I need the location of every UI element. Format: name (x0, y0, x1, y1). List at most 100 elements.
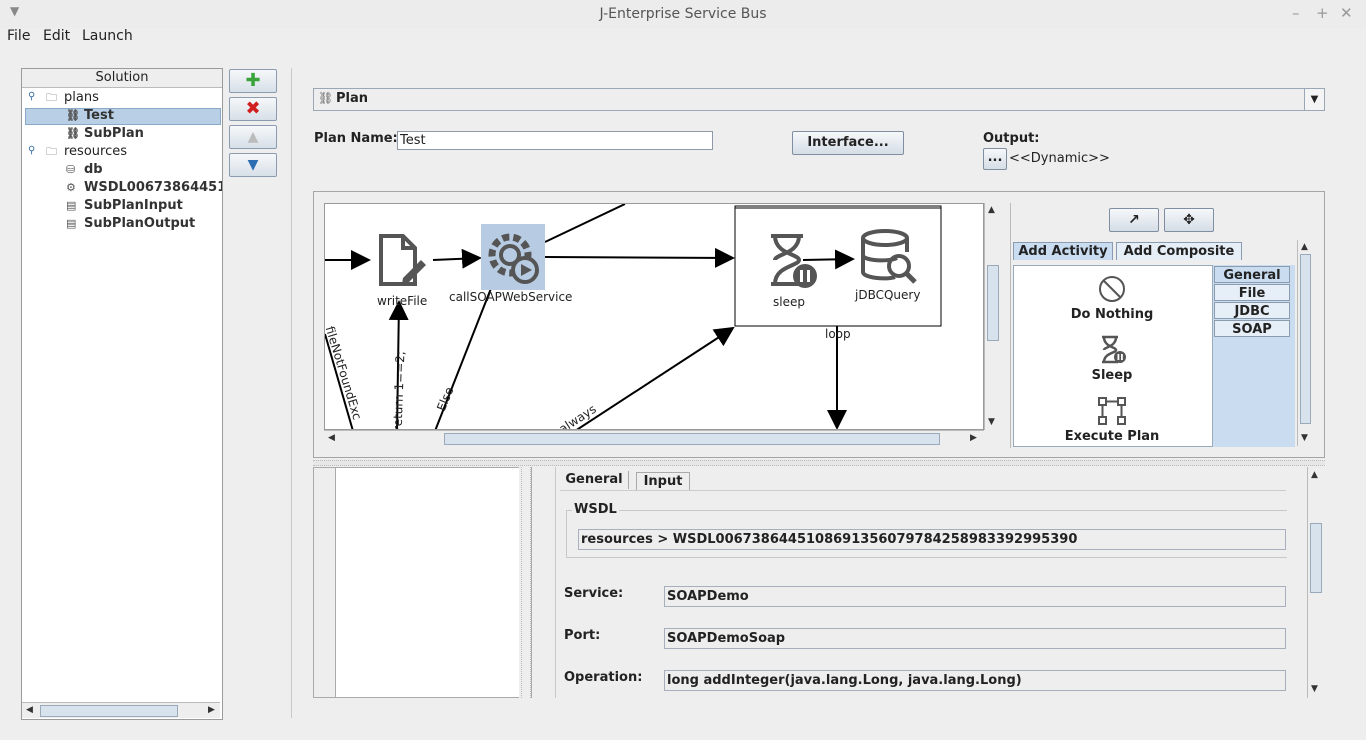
wsdl-group (566, 510, 1287, 558)
plan-name-label: Plan Name: (314, 131, 398, 146)
scroll-right-icon[interactable]: ▶ (970, 433, 977, 443)
plan-icon: ⛓ (66, 109, 80, 122)
minimize-icon[interactable]: – (1292, 4, 1300, 22)
expand-toggle-icon[interactable]: ⚲ (28, 91, 36, 102)
expand-toggle-icon[interactable]: ⚲ (28, 145, 36, 156)
arrow-icon: ↗ (1128, 212, 1140, 228)
canvas-horizontal-scrollbar[interactable]: ◀ ▶ (324, 430, 984, 446)
wsdl-field[interactable]: resources > WSDL006738644510869135607978… (578, 529, 1286, 550)
category-soap[interactable]: SOAP (1214, 320, 1290, 337)
move-up-button[interactable]: ▲ (229, 125, 277, 149)
solution-tree-header: Solution (22, 69, 222, 88)
connect-tool-button[interactable]: ↗ (1109, 208, 1159, 232)
tree-item-subplan[interactable]: ⛓SubPlan (66, 126, 144, 141)
properties-vertical-scrollbar[interactable]: ▲ ▼ (1307, 467, 1323, 698)
database-icon: ⛁ (66, 163, 76, 176)
operation-label: Operation: (564, 670, 643, 685)
plan-type-combo[interactable]: ⛓ Plan ▼ (313, 88, 1325, 111)
tree-item-subplanoutput[interactable]: ▤SubPlanOutput (66, 216, 196, 231)
service-field[interactable]: SOAPDemo (664, 586, 1286, 607)
plan-icon: ⛓ (318, 91, 334, 105)
tree-item-plans[interactable]: 🗀plans (46, 90, 99, 105)
palette-activity-list[interactable] (1013, 265, 1213, 447)
window-title: J-Enterprise Service Bus (599, 6, 767, 22)
node-callsoapwebservice-label: callSOAPWebService (449, 290, 573, 304)
tree-selection-highlight (25, 108, 221, 125)
service-label: Service: (564, 586, 624, 601)
split-pane-divider[interactable] (313, 460, 1325, 466)
category-jdbc[interactable]: JDBC (1214, 302, 1290, 319)
tab-general[interactable]: General (560, 471, 629, 489)
tree-item-subplaninput[interactable]: ▤SubPlanInput (66, 198, 183, 213)
close-icon[interactable]: ✕ (1340, 4, 1353, 22)
activity-list[interactable] (335, 468, 519, 697)
chevron-down-icon[interactable]: ▼ (1304, 89, 1324, 110)
category-general[interactable]: General (1214, 266, 1290, 283)
interface-button[interactable]: Interface... (792, 131, 904, 155)
tree-item-wsdl[interactable]: ⚙WSDL006738644510 (66, 180, 222, 195)
execute-plan-icon (1097, 396, 1127, 430)
document-icon: ▤ (66, 217, 77, 230)
tab-add-activity[interactable]: Add Activity (1013, 242, 1113, 260)
scroll-thumb[interactable] (444, 433, 940, 445)
scroll-thumb[interactable] (1310, 523, 1322, 593)
window-menu-icon[interactable]: ▼ (10, 4, 20, 18)
plan-diagram-canvas[interactable]: writeFile callSOAPWebService sleep jDBCQ… (324, 203, 984, 430)
output-label: Output: (983, 131, 1040, 146)
palette-item-sleep[interactable]: Sleep (1091, 368, 1133, 383)
tree-horizontal-scrollbar[interactable]: ◀ ▶ (22, 702, 220, 718)
document-icon: ▤ (66, 199, 77, 212)
node-sleep-label: sleep (773, 295, 805, 309)
output-browse-button[interactable]: ... (983, 148, 1007, 170)
plan-icon: ⛓ (66, 127, 80, 140)
node-writefile-label: writeFile (377, 294, 428, 308)
menu-edit[interactable]: Edit (43, 28, 71, 44)
delete-button[interactable]: ✖ (229, 97, 277, 121)
tree-item-resources[interactable]: 🗀resources (46, 144, 128, 159)
file-write-icon (379, 234, 426, 286)
category-file[interactable]: File (1214, 284, 1290, 301)
solution-tree[interactable]: Solution ⚲ 🗀plans ⛓Test ⛓SubPlan ⚲ 🗀reso… (21, 68, 223, 720)
menu-file[interactable]: File (7, 28, 31, 44)
canvas-vertical-scrollbar[interactable]: ▲ ▼ (984, 203, 1000, 430)
scroll-thumb[interactable] (40, 705, 178, 717)
folder-icon: 🗀 (46, 145, 57, 158)
move-icon: ✥ (1183, 212, 1195, 228)
bottom-splitter[interactable] (521, 467, 531, 698)
tab-input[interactable]: Input (636, 472, 690, 491)
scroll-up-icon[interactable]: ▲ (1301, 242, 1308, 252)
node-jdbcquery-label: jDBCQuery (855, 288, 921, 302)
add-button[interactable]: ✚ (229, 69, 277, 93)
scroll-up-icon[interactable]: ▲ (1311, 470, 1318, 480)
scroll-down-icon[interactable]: ▼ (1301, 433, 1308, 443)
menu-launch[interactable]: Launch (82, 28, 133, 44)
plan-name-field[interactable]: Test (397, 131, 713, 150)
port-field[interactable]: SOAPDemoSoap (664, 628, 1286, 649)
operation-field[interactable]: long addInteger(java.lang.Long, java.lan… (664, 670, 1286, 691)
scroll-thumb[interactable] (1300, 254, 1311, 424)
palette-item-execute-plan[interactable]: Execute Plan (1064, 429, 1160, 444)
maximize-icon[interactable]: + (1316, 4, 1329, 22)
output-value: <<Dynamic>> (1009, 151, 1110, 166)
hourglass-icon (771, 234, 817, 288)
scroll-thumb[interactable] (987, 265, 999, 341)
scroll-up-icon[interactable]: ▲ (988, 205, 995, 215)
scroll-down-icon[interactable]: ▼ (1311, 684, 1318, 694)
scroll-left-icon[interactable]: ◀ (328, 433, 335, 443)
wsdl-group-label: WSDL (572, 502, 619, 517)
palette-vertical-scrollbar[interactable]: ▲ ▼ (1297, 240, 1312, 446)
scroll-left-icon[interactable]: ◀ (26, 705, 33, 715)
tree-item-db[interactable]: ⛁db (66, 162, 103, 177)
menu-bar: File Edit Launch (0, 28, 1366, 48)
folder-icon: 🗀 (46, 91, 57, 104)
scroll-down-icon[interactable]: ▼ (988, 417, 995, 427)
tab-divider (560, 490, 1286, 491)
tree-item-test[interactable]: ⛓Test (66, 108, 114, 123)
move-tool-button[interactable]: ✥ (1164, 208, 1214, 232)
window-title-bar: ▼ J-Enterprise Service Bus – + ✕ (0, 0, 1366, 29)
tab-add-composite[interactable]: Add Composite (1116, 242, 1242, 260)
scroll-right-icon[interactable]: ▶ (208, 705, 215, 715)
palette-item-do-nothing[interactable]: Do Nothing (1070, 307, 1154, 322)
database-search-icon (861, 229, 917, 284)
move-down-button[interactable]: ▼ (229, 153, 277, 177)
